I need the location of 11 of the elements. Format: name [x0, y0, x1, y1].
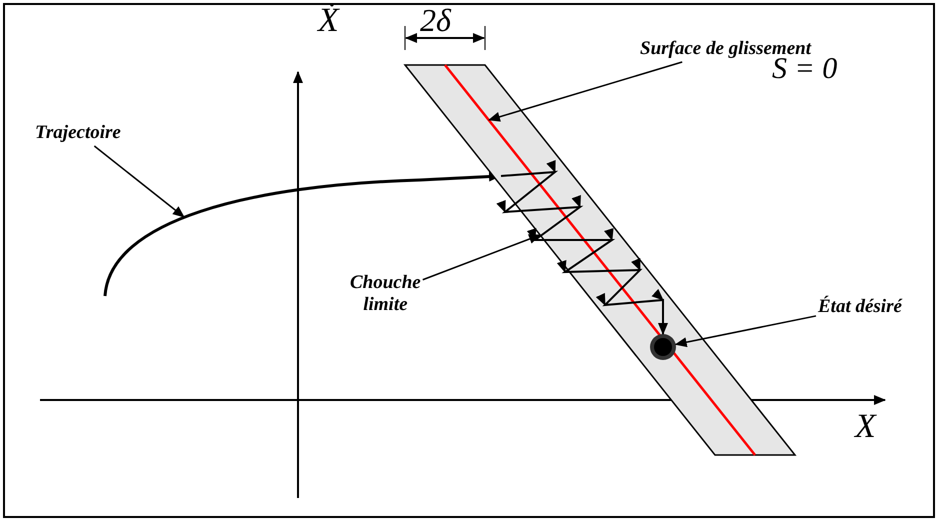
- y-axis-label: Ẋ: [318, 2, 339, 40]
- leader-line: [674, 315, 816, 348]
- dimension-label: 2δ: [420, 2, 451, 39]
- x-axis-label: X: [855, 408, 876, 446]
- desired-state-label: État désiré: [818, 296, 902, 318]
- zigzag-arrow: [496, 160, 668, 335]
- leader-line: [422, 234, 541, 280]
- trajectory-label: Trajectoire: [35, 122, 121, 144]
- boundary-layer-label: Chouche limite: [350, 272, 421, 316]
- leader-line: [488, 61, 682, 122]
- leader-line: [94, 145, 185, 218]
